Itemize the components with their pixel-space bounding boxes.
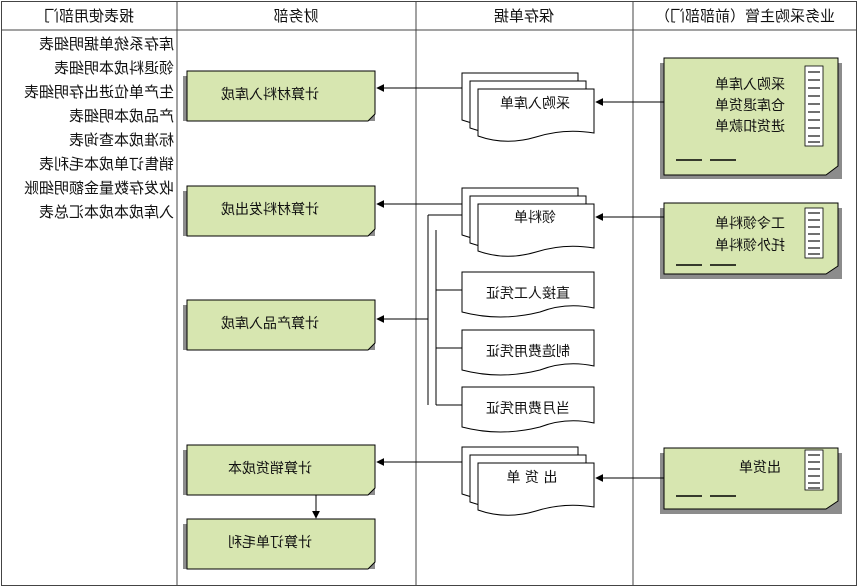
svg-text:计算产品入库成: 计算产品入库成 (221, 316, 319, 332)
svg-text:制造费用凭证: 制造费用凭证 (486, 344, 570, 360)
flow-arrows (312, 84, 664, 519)
report-item: 销售订单成本毛利表 (39, 155, 174, 173)
source-purchase-receipt: 采购入库单 (715, 77, 785, 93)
source-outsourced-requisition: 托外领料单 (715, 238, 785, 254)
report-item: 产品成本明细表 (69, 107, 174, 125)
header-saved-documents: 保存单据 (494, 7, 554, 25)
column-headers: 报表使用部门 财务部 保存单据 业务采购主管（前部部门） (44, 7, 835, 25)
svg-text:直接人工凭证: 直接人工凭证 (486, 285, 570, 302)
document-stack-purchase-receipt: 采购入库单 (461, 72, 595, 142)
svg-text:计算材料入库成: 计算材料入库成 (221, 87, 319, 103)
card-calc-product-in: 计算产品入库成 (183, 299, 376, 351)
header-finance: 财务部 (273, 7, 318, 25)
finance-cards: 计算材料入库成 计算材料发出成 计算产品入库成 计算销货成本 计算订单毛利 (183, 70, 376, 570)
report-item: 库存系统单据明细表 (39, 35, 174, 53)
svg-text:计算订单毛利: 计算订单毛利 (228, 535, 312, 551)
source-purchase-deduction: 进货扣款单 (715, 118, 785, 135)
svg-text:计算销货成本: 计算销货成本 (228, 460, 312, 477)
card-calc-material-out: 计算材料发出成 (183, 185, 376, 237)
doc-shipment: 出 货 单 (507, 469, 558, 486)
source-card-shipment: 出货单 (660, 447, 842, 514)
source-card-purchase: 采购入库单 仓库退货单 进货扣款单 (660, 57, 842, 179)
doc-requisition: 领料单 (514, 210, 556, 226)
document-period-expense: 当月费用凭证 (461, 386, 595, 433)
svg-text:计算材料发出成: 计算材料发出成 (221, 202, 319, 218)
document-direct-labor: 直接人工凭证 (461, 271, 595, 318)
report-item: 生产单位进出存明细表 (24, 83, 174, 101)
source-warehouse-return: 仓库退货单 (715, 97, 785, 114)
svg-text:当月费用凭证: 当月费用凭证 (486, 401, 570, 417)
source-work-order-requisition: 工令领料单 (715, 216, 785, 232)
source-card-material: 工令领料单 托外领料单 (660, 202, 842, 279)
card-calc-order-margin: 计算订单毛利 (183, 518, 376, 570)
document-bracket (427, 214, 462, 406)
source-shipment-order: 出货单 (739, 459, 781, 476)
document-manufacturing-expense: 制造费用凭证 (461, 329, 595, 376)
report-list: 库存系统单据明细表 领退料成本明细表 生产单位进出存明细表 产品成本明细表 标准… (24, 35, 174, 221)
report-item: 收发存数量金额明细账 (24, 179, 174, 197)
document-stack-shipment: 出 货 单 (461, 446, 595, 516)
card-calc-sales-cost: 计算销货成本 (183, 444, 376, 496)
doc-purchase-receipt: 采购入库单 (500, 96, 570, 112)
document-stack-requisition: 领料单 (461, 187, 595, 257)
card-calc-material-in: 计算材料入库成 (183, 70, 376, 122)
report-item: 领退料成本明细表 (54, 59, 174, 77)
report-item: 入库成本成本汇总表 (39, 203, 174, 221)
header-report-users: 报表使用部门 (44, 7, 134, 25)
header-purchase-supervisor: 业务采购主管（前部部门） (655, 7, 835, 25)
report-item: 标准成本查询表 (69, 131, 174, 149)
